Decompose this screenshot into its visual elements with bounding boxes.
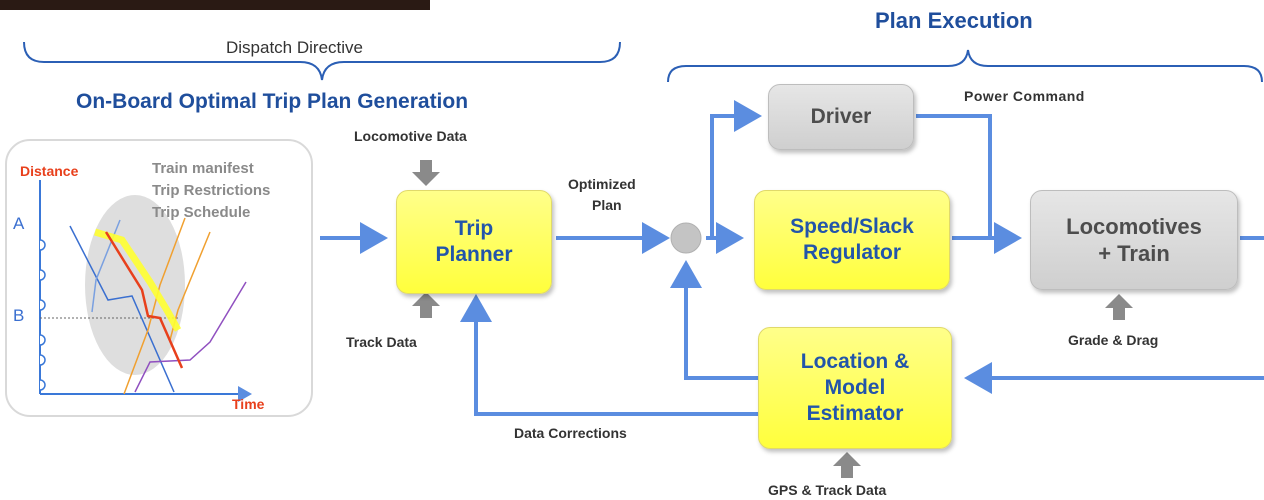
power-command-label: Power Command: [964, 88, 1085, 104]
locomotives-line-1: Locomotives: [1066, 213, 1202, 239]
driver-block: Driver: [768, 84, 914, 150]
chart-info-line-2: Trip Restrictions: [152, 182, 271, 199]
track-data-label: Track Data: [346, 334, 417, 350]
arrow-locomotive-data: [412, 160, 440, 186]
chart-x-axis-label: Time: [232, 396, 265, 412]
arrow-estimator-to-sum: [670, 260, 760, 380]
speed-regulator-line-1: Speed/Slack: [790, 214, 914, 238]
chart-trajectories: [69, 217, 247, 395]
input-arrows: [412, 160, 1133, 478]
plan-execution-brace: [667, 49, 1263, 83]
locomotives-line-2: + Train: [1098, 241, 1170, 266]
grade-drag-label: Grade & Drag: [1068, 332, 1159, 348]
chart-marker-a: A: [13, 214, 25, 233]
arrow-sum-to-driver: [710, 100, 762, 238]
speed-regulator-line-2: Regulator: [802, 241, 901, 264]
arrow-data-corrections: [460, 294, 760, 416]
trip-planner-line-1: Trip: [454, 216, 494, 240]
arrow-track-data: [412, 292, 440, 318]
trajectory-purple: [134, 281, 247, 393]
arrow-gps-track: [833, 452, 861, 478]
trajectory-orange-1: [123, 217, 186, 395]
arrow-grade-drag: [1105, 294, 1133, 320]
top-photo-strip: [0, 0, 430, 10]
optimized-plan-label-1: Optimized: [568, 176, 636, 192]
locomotives-train-block: Locomotives + Train: [1030, 190, 1238, 290]
chart-stations: [39, 239, 46, 391]
plan-execution-title: Plan Execution: [875, 8, 1033, 33]
trajectory-yellow-band: [94, 228, 182, 332]
location-model-estimator-block: Location & Model Estimator: [758, 327, 952, 449]
optimized-plan-label-2: Plan: [592, 197, 622, 213]
chart-y-axis-label: Distance: [20, 163, 79, 179]
estimator-line-1: Location &: [800, 349, 910, 373]
chart-info-line-1: Train manifest: [152, 160, 254, 177]
trip-planner-line-2: Planner: [435, 243, 513, 266]
power-command-line: [916, 114, 992, 238]
gps-track-data-label: GPS & Track Data: [768, 482, 887, 498]
estimator-line-2: Model: [824, 375, 886, 399]
chart-marker-b: B: [13, 306, 25, 325]
trajectory-blue-1: [69, 225, 175, 393]
data-corrections-label: Data Corrections: [514, 425, 627, 441]
locomotive-data-label: Locomotive Data: [354, 128, 467, 144]
driver-label: Driver: [810, 104, 872, 128]
trajectory-optimal: [104, 231, 184, 369]
flow-arrows: [320, 100, 1264, 416]
chart-info-line-3: Trip Schedule: [152, 204, 251, 221]
onboard-title: On-Board Optimal Trip Plan Generation: [76, 90, 469, 113]
speed-slack-regulator-block: Speed/Slack Regulator: [754, 190, 950, 290]
trip-planner-block: Trip Planner: [396, 190, 552, 294]
summing-junction: [670, 222, 702, 254]
dispatch-brace: [23, 41, 621, 81]
trajectory-orange-2: [169, 231, 211, 341]
estimator-line-3: Estimator: [806, 402, 904, 426]
dispatch-directive-label: Dispatch Directive: [226, 38, 363, 57]
